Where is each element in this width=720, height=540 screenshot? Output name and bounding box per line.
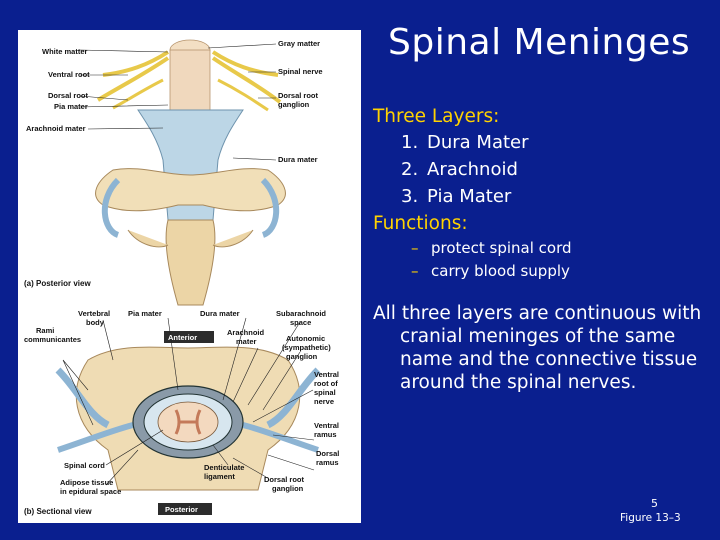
layer-number: 2.: [401, 159, 419, 180]
label-drg-b2: ganglion: [272, 484, 304, 493]
label-ventral-ramus-2: ramus: [314, 430, 337, 439]
label-autonomic-2: (sympathetic): [282, 343, 331, 352]
label-adipose-1: Adipose tissue: [60, 478, 113, 487]
label-vertebral-body-2: body: [86, 318, 105, 327]
label-drg-b1: Dorsal root: [264, 475, 305, 484]
layer-text: Dura Mater: [427, 132, 529, 153]
sectional-view-illustration: [55, 317, 321, 515]
anatomy-illustration: White matter Ventral root Dorsal root Pi…: [24, 39, 339, 516]
layer-item: 2. Arachnoid: [401, 159, 718, 180]
page-number: 5: [651, 497, 658, 510]
label-dorsal-root-ganglion-a2: ganglion: [278, 100, 310, 109]
tag-anterior: Anterior: [168, 333, 197, 342]
label-ventral-root-b1: Ventral: [314, 370, 339, 379]
function-item: –protect spinal cord: [411, 239, 718, 257]
spinal-meninges-figure: White matter Ventral root Dorsal root Pi…: [18, 30, 361, 523]
label-spinal-cord: Spinal cord: [64, 461, 105, 470]
label-dorsal-root: Dorsal root: [48, 91, 89, 100]
label-pia-mater-a: Pia mater: [54, 102, 88, 111]
label-rami-2: communicantes: [24, 335, 81, 344]
function-item: –carry blood supply: [411, 262, 718, 280]
label-subarachnoid-1: Subarachnoid: [276, 309, 326, 318]
label-ventral-root-b2: root of: [314, 379, 338, 388]
functions-heading: Functions:: [373, 213, 468, 234]
label-denticulate-2: ligament: [204, 472, 235, 481]
function-text: protect spinal cord: [431, 239, 572, 257]
label-dura-mater-a: Dura mater: [278, 155, 318, 164]
label-subarachnoid-2: space: [290, 318, 311, 327]
label-rami-1: Rami: [36, 326, 54, 335]
label-ventral-ramus-1: Ventral: [314, 421, 339, 430]
slide-content: Three Layers: 1. Dura Mater 2. Arachnoid 3…: [373, 106, 718, 394]
label-dura-mater-b: Dura mater: [200, 309, 240, 318]
label-vertebral-body-1: Vertebral: [78, 309, 110, 318]
label-spinal-nerve: Spinal nerve: [278, 67, 323, 76]
label-pia-mater-b: Pia mater: [128, 309, 162, 318]
label-arachnoid-b1: Arachnoid: [227, 328, 265, 337]
label-dorsal-root-ganglion-a1: Dorsal root: [278, 91, 319, 100]
layer-text: Arachnoid: [427, 159, 518, 180]
layer-number: 3.: [401, 186, 419, 207]
layer-text: Pia Mater: [427, 186, 512, 207]
slide-title: Spinal Meninges: [388, 22, 691, 63]
label-denticulate-1: Denticulate: [204, 463, 244, 472]
label-white-matter: White matter: [42, 47, 88, 56]
label-autonomic-1: Autonomic: [286, 334, 325, 343]
figure-reference: Figure 13–3: [620, 512, 681, 524]
tag-posterior: Posterior: [165, 505, 198, 514]
label-adipose-2: in epidural space: [60, 487, 121, 496]
continuity-paragraph: All three layers are continuous with cra…: [373, 303, 702, 393]
posterior-view-illustration: [79, 39, 286, 306]
label-autonomic-3: ganglion: [286, 352, 318, 361]
dash-bullet-icon: –: [411, 239, 419, 257]
label-ventral-root: Ventral root: [48, 70, 90, 79]
label-ventral-root-b3: spinal: [314, 388, 336, 397]
dash-bullet-icon: –: [411, 262, 419, 280]
layer-item: 1. Dura Mater: [401, 132, 718, 153]
label-ventral-root-b4: nerve: [314, 397, 334, 406]
layer-number: 1.: [401, 132, 419, 153]
label-dorsal-ramus-1: Dorsal: [316, 449, 339, 458]
function-text: carry blood supply: [431, 262, 570, 280]
layer-item: 3. Pia Mater: [401, 186, 718, 207]
caption-posterior-view: (a) Posterior view: [24, 279, 91, 288]
label-gray-matter: Gray matter: [278, 39, 320, 48]
label-arachnoid-mater-a: Arachnoid mater: [26, 124, 86, 133]
layers-heading: Three Layers:: [373, 106, 500, 127]
caption-sectional-view: (b) Sectional view: [24, 507, 92, 516]
label-arachnoid-b2: mater: [236, 337, 257, 346]
label-dorsal-ramus-2: ramus: [316, 458, 339, 467]
